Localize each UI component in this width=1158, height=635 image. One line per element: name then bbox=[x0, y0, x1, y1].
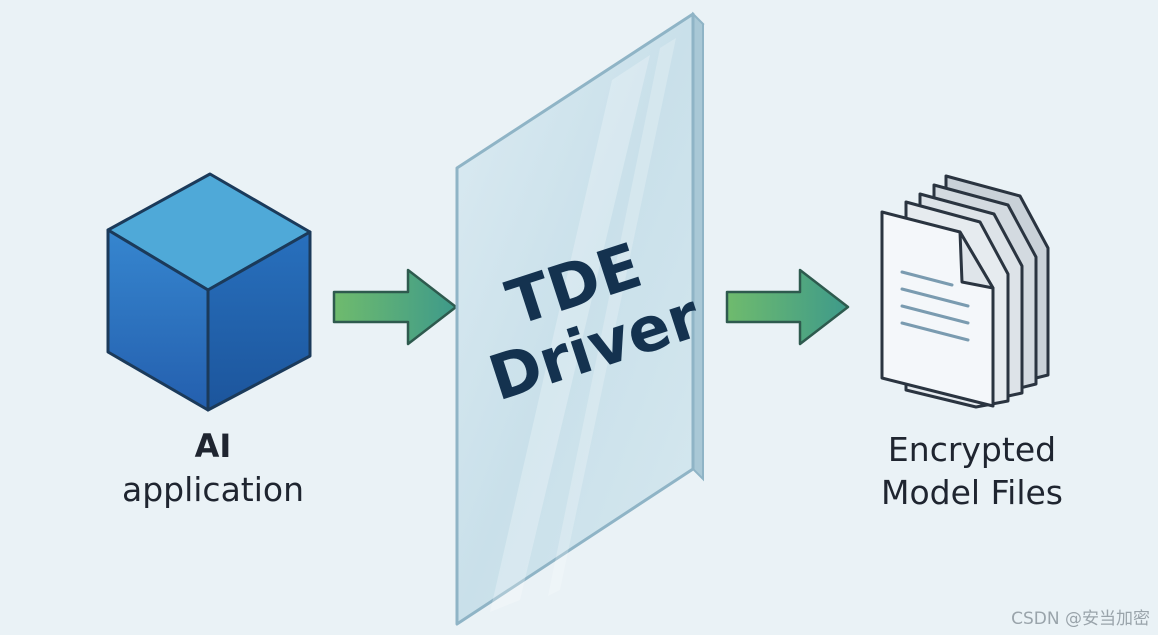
document-text-line bbox=[900, 270, 954, 287]
watermark: CSDN @安当加密 bbox=[1011, 609, 1150, 629]
ai-application-label-line1: AI bbox=[194, 427, 232, 465]
document-text-line bbox=[900, 304, 970, 325]
document-text-line bbox=[900, 321, 970, 342]
glass-panel-face bbox=[455, 12, 695, 626]
glass-panel: TDE Driver bbox=[455, 11, 709, 626]
document-corner-fold bbox=[958, 230, 995, 290]
document-stack-icon bbox=[880, 174, 1050, 409]
cube-right-face bbox=[206, 230, 312, 412]
encrypted-files-label-line2: Model Files bbox=[881, 473, 1063, 512]
arrow-right-icon bbox=[332, 268, 458, 346]
glass-highlight bbox=[490, 55, 650, 612]
glass-highlight-2 bbox=[548, 38, 676, 596]
arrow-right-icon bbox=[725, 268, 850, 346]
encrypted-files-label-line1: Encrypted bbox=[887, 430, 1057, 469]
cube-icon bbox=[106, 172, 312, 412]
ai-application-label-line2: application bbox=[121, 470, 305, 509]
document-text-line bbox=[900, 287, 970, 308]
